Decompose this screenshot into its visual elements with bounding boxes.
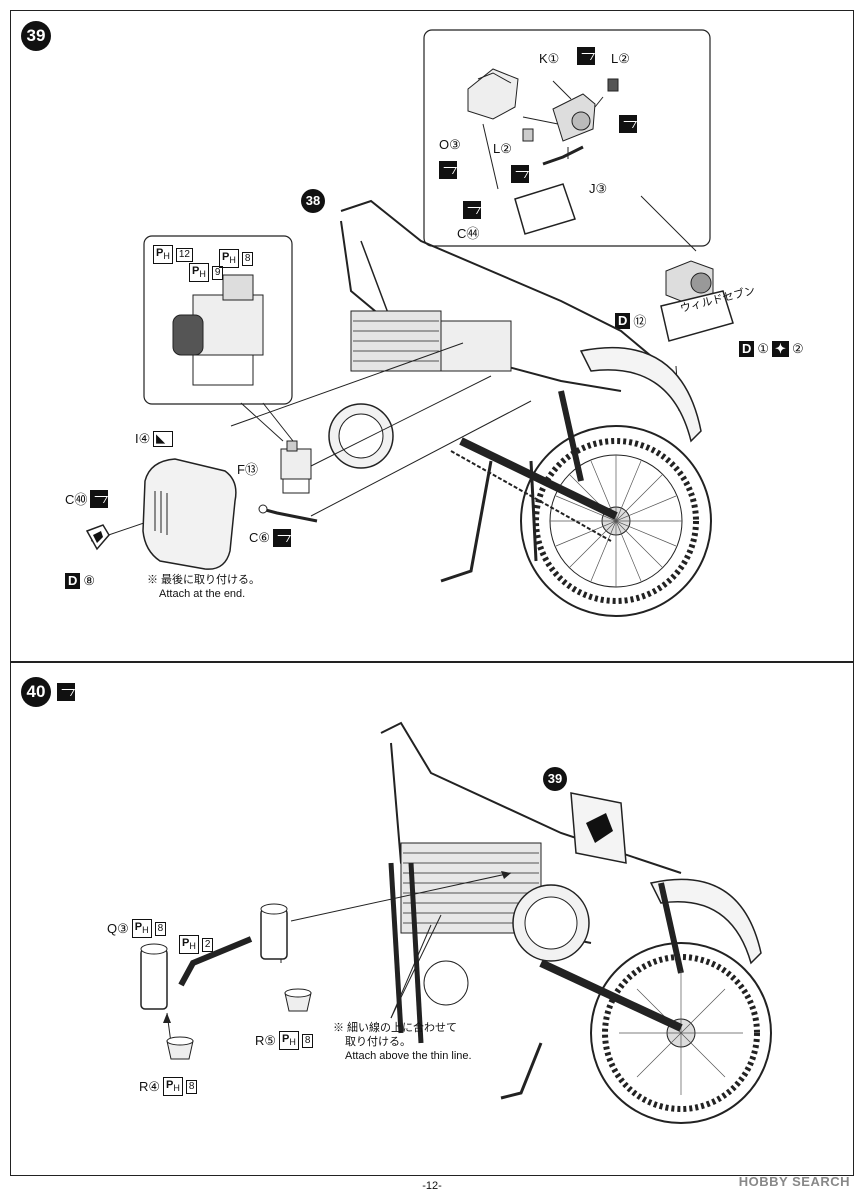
paint-number-8: 8 bbox=[241, 251, 254, 266]
note-ja-2: 取り付ける。 bbox=[345, 1036, 411, 1048]
step-ref-38: 38 bbox=[301, 189, 325, 213]
part-r5: R⑤ bbox=[255, 1032, 277, 1048]
note-en: Attach above the thin line. bbox=[345, 1050, 472, 1062]
page-number: -12- bbox=[422, 1180, 442, 1192]
note-en: Attach at the end. bbox=[159, 588, 246, 600]
part-d8-label: D ⑧ bbox=[65, 573, 95, 589]
part-c40: C㊵ bbox=[65, 492, 88, 507]
cement-icon bbox=[577, 47, 595, 65]
runner-d-label: D bbox=[739, 341, 755, 357]
step-number-39: 39 bbox=[21, 21, 51, 51]
paint-number-12: 12 bbox=[175, 247, 193, 262]
paint-code-box: PH bbox=[131, 919, 152, 939]
paint-icon: ◣ bbox=[153, 431, 174, 447]
paint-number-9: 9 bbox=[211, 265, 224, 280]
taillight-assembly-drawing bbox=[660, 260, 734, 342]
cement-icon bbox=[273, 529, 292, 547]
part-c6-drawing bbox=[258, 504, 318, 523]
part-d1: ① bbox=[757, 341, 770, 356]
part-i4: I④ bbox=[135, 431, 151, 446]
paint-number-8: 8 bbox=[185, 1079, 198, 1094]
note-ja-1: ※ 細い線の上に合わせて bbox=[333, 1022, 458, 1034]
paint-number-8: 8 bbox=[301, 1033, 314, 1048]
paint-number-8: 8 bbox=[154, 921, 167, 936]
paint-code-box: PH bbox=[163, 1077, 183, 1097]
inset-leader-f13 bbox=[240, 402, 294, 442]
rubber-r4-drawing bbox=[166, 1036, 194, 1060]
emblem-drawing bbox=[85, 524, 110, 551]
paint-ph12: PH 12 bbox=[153, 245, 193, 265]
paint-code-box: PH bbox=[153, 245, 173, 265]
part-c6-label: C⑥ bbox=[249, 529, 292, 547]
paint-ph2-label: PH 2 bbox=[179, 935, 214, 955]
side-cover-drawing bbox=[142, 458, 237, 570]
motorcycle-drawing-40 bbox=[380, 721, 772, 1124]
part-d12-label: D ⑫ bbox=[615, 311, 646, 330]
step-39-panel: 39 K① L② L② O③ J③ C㊹ bbox=[10, 10, 854, 662]
watermark: HOBBY SEARCH bbox=[738, 1174, 850, 1189]
motorcycle-drawing-39 bbox=[328, 199, 712, 617]
footrest-q3-drawing bbox=[140, 943, 168, 1010]
decal-icon: ✦ bbox=[772, 341, 789, 357]
paint-number-2: 2 bbox=[201, 937, 214, 952]
runner-d-label: D bbox=[615, 312, 631, 329]
rubber-r5-drawing bbox=[284, 988, 312, 1012]
part-r4: R④ bbox=[139, 1078, 161, 1094]
paint-ph9: PH 9 bbox=[189, 263, 224, 283]
paint-code-box: PH bbox=[219, 249, 239, 269]
paint-ph8: PH 8 bbox=[219, 249, 254, 269]
taillight-inset-drawing bbox=[423, 29, 711, 247]
paint-code-box: PH bbox=[279, 1031, 299, 1051]
step-number-40: 40 bbox=[21, 677, 51, 707]
part-d2: ② bbox=[791, 341, 804, 356]
step-40-header: 40 bbox=[21, 677, 75, 707]
runner-d-label: D bbox=[65, 573, 81, 589]
part-f13-inset-drawing bbox=[143, 235, 293, 405]
part-l2-left: L② bbox=[493, 141, 512, 156]
cement-icon bbox=[511, 165, 529, 183]
cement-icon bbox=[619, 115, 637, 133]
part-j3: J③ bbox=[589, 181, 608, 196]
part-c44: C㊹ bbox=[457, 226, 480, 241]
part-i4-label: I④ ◣ bbox=[135, 431, 174, 447]
part-q3: Q③ bbox=[107, 920, 129, 936]
step-ref-39: 39 bbox=[543, 767, 567, 791]
cement-icon bbox=[57, 683, 75, 701]
part-f13: F⑬ bbox=[237, 462, 258, 477]
paint-code-box: PH bbox=[179, 935, 199, 955]
part-r5-label: R⑤ PH 8 bbox=[255, 1031, 314, 1051]
thin-line-note: ※ 細い線の上に合わせて 取り付ける。 Attach above the thi… bbox=[333, 1021, 472, 1063]
cement-icon bbox=[90, 489, 109, 508]
part-k1: K① bbox=[539, 51, 560, 66]
part-r4-label: R④ PH 8 bbox=[139, 1077, 198, 1097]
part-l2-top: L② bbox=[611, 51, 630, 66]
part-o3: O③ bbox=[439, 137, 461, 152]
part-d1-d2-label: D ① ✦ ② bbox=[739, 341, 804, 357]
cement-icon bbox=[463, 201, 481, 219]
attach-at-end-note: ※ 最後に取り付ける。 Attach at the end. bbox=[147, 573, 260, 601]
part-c6: C⑥ bbox=[249, 530, 271, 545]
paint-code-box: PH bbox=[189, 263, 209, 283]
part-q3-label: Q③ PH 8 bbox=[107, 919, 167, 939]
footrest-right-drawing bbox=[260, 903, 288, 960]
cement-icon bbox=[439, 161, 457, 179]
part-d12: ⑫ bbox=[633, 314, 647, 329]
part-d8: ⑧ bbox=[83, 573, 96, 588]
part-c40-label: C㊵ bbox=[65, 489, 109, 508]
part-f13-drawing bbox=[280, 440, 312, 494]
step-40-panel: 40 39 bbox=[10, 662, 854, 1176]
note-ja: ※ 最後に取り付ける。 bbox=[147, 574, 261, 586]
